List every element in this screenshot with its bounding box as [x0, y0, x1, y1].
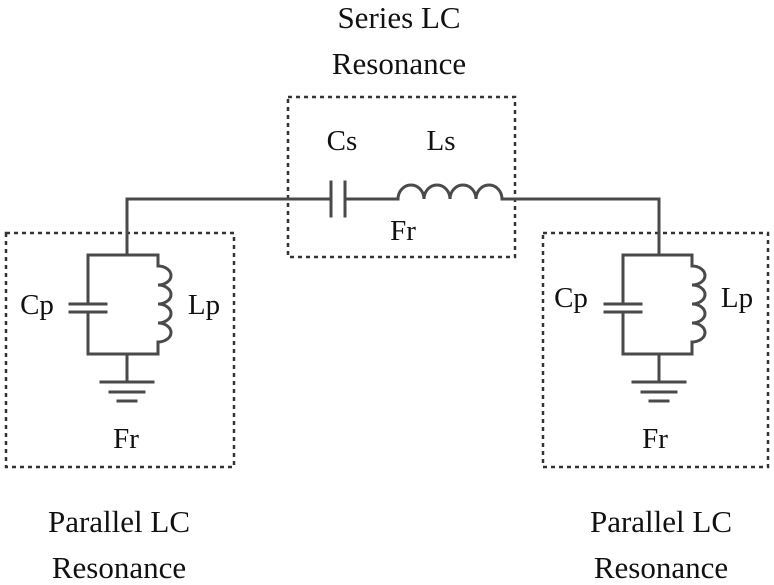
series-inductor-symbol: [396, 183, 504, 200]
parallel-capacitor-label-right: Cp: [554, 282, 588, 314]
parallel-title-right-line1: Parallel LC: [590, 504, 732, 539]
series-lc-box: [286, 95, 517, 259]
parallel-frequency-label-left: Fr: [113, 423, 139, 455]
series-capacitor-symbol: [329, 180, 347, 218]
series-capacitor-label: Cs: [327, 125, 358, 157]
parallel-tank-right: [621, 253, 694, 384]
parallel-inductor-label-left: Lp: [188, 289, 220, 321]
series-frequency-label: Fr: [390, 215, 416, 247]
parallel-title-right-line2: Resonance: [594, 550, 728, 585]
parallel-lc-box-left: [4, 231, 236, 469]
parallel-frequency-label-right: Fr: [642, 423, 668, 455]
parallel-tank-left: [86, 253, 160, 384]
parallel-title-left-line1: Parallel LC: [48, 504, 190, 539]
parallel-capacitor-symbol-right: [603, 302, 643, 314]
parallel-capacitor-symbol-left: [68, 302, 108, 314]
parallel-lc-box-right: [541, 231, 770, 469]
series-title-line1: Series LC: [337, 0, 460, 35]
parallel-inductor-symbol-left: [157, 264, 173, 344]
parallel-title-left-line2: Resonance: [52, 550, 186, 585]
parallel-capacitor-label-left: Cp: [20, 289, 54, 321]
ground-icon-right: [631, 380, 687, 403]
parallel-inductor-symbol-right: [691, 264, 707, 344]
parallel-inductor-label-right: Lp: [721, 282, 753, 314]
ground-icon-left: [99, 380, 155, 403]
series-title-line2: Resonance: [332, 46, 466, 81]
series-inductor-label: Ls: [427, 125, 456, 157]
